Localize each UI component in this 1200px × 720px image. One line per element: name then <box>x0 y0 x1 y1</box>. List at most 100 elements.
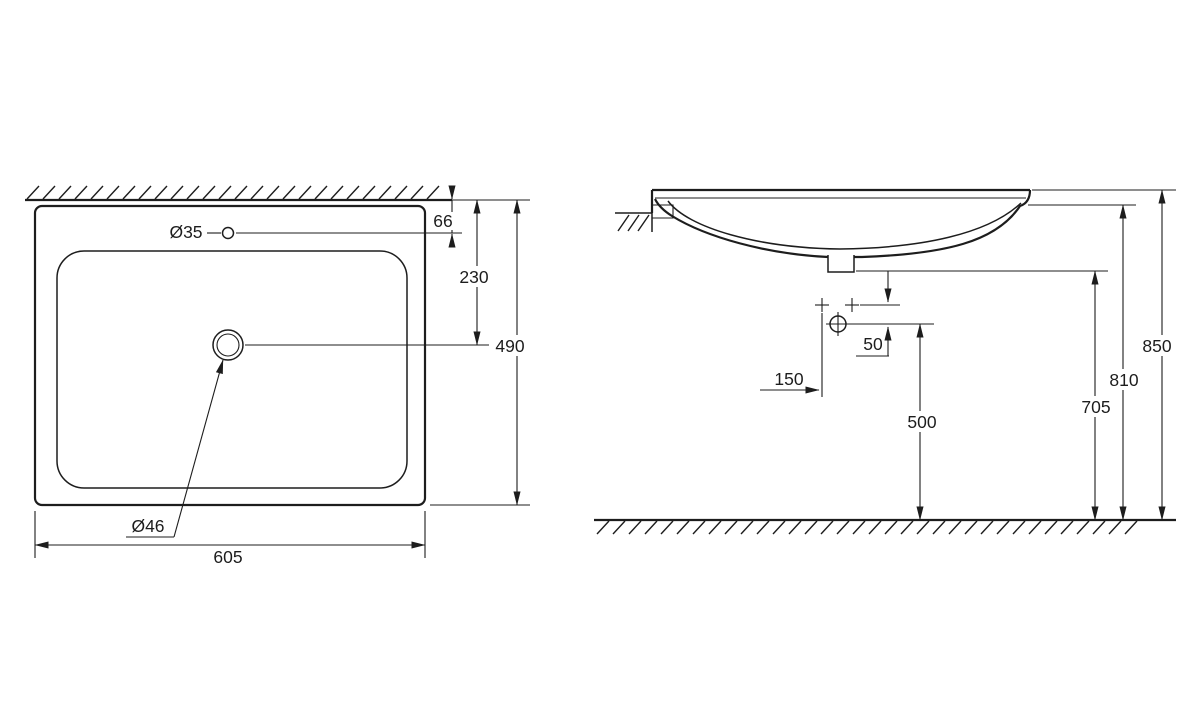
label-bg <box>454 266 496 287</box>
hatch-stroke <box>724 520 738 535</box>
hatch-stroke <box>617 214 630 232</box>
hatch-stroke <box>74 185 88 200</box>
hatch-stroke <box>410 185 424 200</box>
plan-view: Ø35 Ø46 66 230 490 605 <box>25 185 531 567</box>
hatch-stroke <box>90 185 104 200</box>
hatch-stroke <box>298 185 312 200</box>
hatch-stroke <box>996 520 1010 535</box>
hatch-stroke <box>154 185 168 200</box>
hatch-stroke <box>186 185 200 200</box>
hatch-stroke <box>330 185 344 200</box>
drain-circle-outer <box>212 329 244 361</box>
hatch-stroke <box>58 185 72 200</box>
hatch-stroke <box>42 185 56 200</box>
label-bg <box>489 335 531 356</box>
hatch-stroke <box>627 214 640 232</box>
floor-hatch <box>596 520 1138 535</box>
hatch-stroke <box>596 520 610 535</box>
hatch-stroke <box>916 520 930 535</box>
hatch-stroke <box>138 185 152 200</box>
hatch-stroke <box>202 185 216 200</box>
hatch-stroke <box>26 185 40 200</box>
hatch-stroke <box>1012 520 1026 535</box>
hatch-stroke <box>932 520 946 535</box>
drain-circle-inner <box>216 333 240 357</box>
faucet-hole-circle <box>221 226 235 240</box>
right-drill-hole-mark <box>845 298 859 312</box>
dim-label-810: 810 <box>1109 370 1138 390</box>
hatch-stroke <box>218 185 232 200</box>
basin-outer-outline <box>33 204 427 507</box>
hatch-stroke <box>804 520 818 535</box>
hatch-stroke <box>644 520 658 535</box>
hatch-stroke <box>346 185 360 200</box>
drain-leader-line <box>173 359 224 538</box>
hatch-stroke <box>868 520 882 535</box>
label-bg <box>1102 369 1146 390</box>
label-bg <box>900 411 944 432</box>
label-bg <box>1074 396 1118 417</box>
hatch-stroke <box>788 520 802 535</box>
hatch-stroke <box>884 520 898 535</box>
hatch-stroke <box>250 185 264 200</box>
left-drill-hole-mark <box>815 298 829 312</box>
hatch-stroke <box>708 520 722 535</box>
faucet-hole-diameter-label: Ø35 <box>169 222 202 242</box>
drain-diameter-label: Ø46 <box>131 516 164 536</box>
hatch-stroke <box>964 520 978 535</box>
hatch-stroke <box>378 185 392 200</box>
basin-underside-left <box>654 198 829 259</box>
hatch-stroke <box>660 520 674 535</box>
hatch-stroke <box>1076 520 1090 535</box>
hatch-stroke <box>314 185 328 200</box>
hatch-stroke <box>756 520 770 535</box>
mounting-bracket-outline <box>652 204 674 219</box>
hatch-stroke <box>628 520 642 535</box>
dim-label-605: 605 <box>213 547 242 567</box>
hatch-stroke <box>106 185 120 200</box>
drain-stub-outline <box>827 255 855 273</box>
hatch-stroke <box>394 185 408 200</box>
basin-underside-right <box>854 189 1032 259</box>
hatch-stroke <box>948 520 962 535</box>
label-bg <box>1135 335 1179 356</box>
hatch-stroke <box>900 520 914 535</box>
hatch-stroke <box>1108 520 1122 535</box>
hatch-stroke <box>1060 520 1074 535</box>
hatch-stroke <box>852 520 866 535</box>
hatch-stroke <box>1044 520 1058 535</box>
hatch-stroke <box>836 520 850 535</box>
dim-label-66: 66 <box>433 211 452 231</box>
hatch-stroke <box>362 185 376 200</box>
hatch-stroke <box>1124 520 1138 535</box>
dim-label-850: 850 <box>1142 336 1171 356</box>
dim-label-150: 150 <box>774 369 803 389</box>
hatch-stroke <box>1092 520 1106 535</box>
dim-label-705: 705 <box>1081 397 1110 417</box>
hatch-stroke <box>612 520 626 535</box>
elevation-view: 150 50 500 705 810 850 <box>594 188 1179 535</box>
label-bg <box>429 212 456 230</box>
wall-hatch-elevation <box>617 214 650 232</box>
hatch-stroke <box>170 185 184 200</box>
hatch-stroke <box>772 520 786 535</box>
hatch-stroke <box>676 520 690 535</box>
hatch-stroke <box>426 185 440 200</box>
hatch-stroke <box>740 520 754 535</box>
hatch-stroke <box>637 214 650 232</box>
hatch-stroke <box>122 185 136 200</box>
dim-label-500: 500 <box>907 412 936 432</box>
dim-label-490: 490 <box>495 336 524 356</box>
hatch-stroke <box>820 520 834 535</box>
wall-hatch-plan <box>26 185 440 200</box>
dim-label-230: 230 <box>459 267 488 287</box>
basin-bowl-outline <box>56 250 408 489</box>
hatch-stroke <box>980 520 994 535</box>
basin-inner-bowl-curve <box>667 200 1022 250</box>
hatch-stroke <box>1028 520 1042 535</box>
hatch-stroke <box>266 185 280 200</box>
hatch-stroke <box>692 520 706 535</box>
hatch-stroke <box>282 185 296 200</box>
